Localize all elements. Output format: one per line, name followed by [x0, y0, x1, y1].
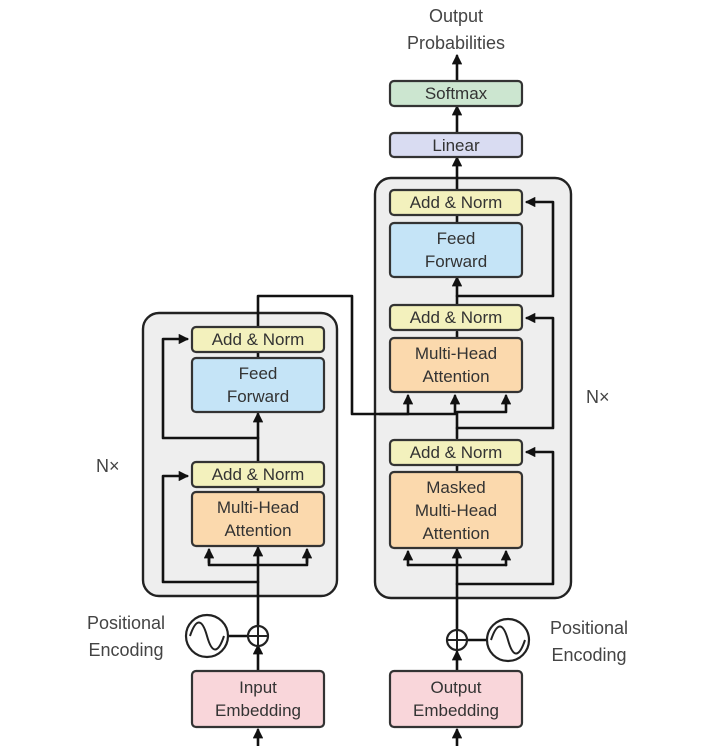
softmax-label: Softmax — [425, 84, 488, 103]
decoder-embedding — [388, 669, 524, 729]
decoder-residual-3 — [455, 196, 555, 298]
encoder-add-norm-top — [190, 325, 326, 354]
decoder-cross-attention-line1: Multi-Head — [415, 344, 497, 363]
encoder-sine-wave-icon — [184, 613, 230, 659]
encoder-add-norm-bottom — [190, 460, 326, 489]
decoder-feed-forward — [388, 221, 524, 279]
linear-label: Linear — [432, 136, 480, 155]
encoder-positional-encoding-line2: Encoding — [88, 640, 163, 660]
decoder-sine-wave-icon — [485, 617, 531, 663]
encoder-attention-line2: Attention — [224, 521, 291, 540]
output-probabilities-line2: Probabilities — [407, 33, 505, 53]
decoder-add-norm-top-label: Add & Norm — [410, 193, 503, 212]
encoder-embedding-line2: Embedding — [215, 701, 301, 720]
encoder-repeat-label: N× — [96, 456, 120, 476]
decoder-add-norm-bottom — [388, 438, 524, 467]
encoder-add-norm-top-label: Add & Norm — [212, 330, 305, 349]
encoder-add-norm-bottom-label: Add & Norm — [212, 465, 305, 484]
decoder-positional-encoding-line1: Positional — [550, 618, 628, 638]
decoder-residual-1 — [455, 446, 555, 586]
decoder-repeat-label: N× — [586, 387, 610, 407]
decoder-feed-forward-line2: Forward — [425, 252, 487, 271]
decoder-masked-attention-line2: Multi-Head — [415, 501, 497, 520]
encoder-add-icon — [246, 624, 270, 648]
decoder-cross-attention — [388, 336, 524, 394]
output-probabilities-line1: Output — [429, 6, 483, 26]
encoder-feed-forward — [190, 356, 326, 414]
decoder-masked-attention-line1: Masked — [426, 478, 486, 497]
decoder-add-norm-mid-label: Add & Norm — [410, 308, 503, 327]
decoder-residual-2 — [455, 312, 555, 430]
encoder-residual-2 — [161, 333, 260, 440]
encoder-embedding-line1: Input — [239, 678, 277, 697]
decoder-embedding-line1: Output — [430, 678, 481, 697]
encoder-output-to-decoder — [256, 294, 414, 416]
encoder-residual-1 — [161, 470, 260, 584]
decoder-embedding-line2: Embedding — [413, 701, 499, 720]
decoder-add-norm-top — [388, 188, 524, 217]
encoder-feed-forward-line1: Feed — [239, 364, 278, 383]
decoder-feed-forward-line1: Feed — [437, 229, 476, 248]
decoder-add-norm-mid — [388, 303, 524, 332]
decoder-cross-attention-line2: Attention — [422, 367, 489, 386]
decoder-add-norm-bottom-label: Add & Norm — [410, 443, 503, 462]
decoder-masked-attention-line3: Attention — [422, 524, 489, 543]
encoder-positional-encoding-line1: Positional — [87, 613, 165, 633]
encoder-feed-forward-line2: Forward — [227, 387, 289, 406]
decoder-masked-attention — [388, 470, 524, 550]
encoder-attention — [190, 490, 326, 548]
decoder-norm-to-cross — [455, 393, 512, 440]
decoder-add-icon — [445, 628, 469, 652]
encoder-embedding — [190, 669, 326, 729]
decoder-positional-encoding-line2: Encoding — [551, 645, 626, 665]
encoder-output-to-decoder-2 — [378, 393, 461, 416]
linear-block — [388, 131, 524, 159]
softmax-block — [388, 79, 524, 108]
encoder-attention-line1: Multi-Head — [217, 498, 299, 517]
